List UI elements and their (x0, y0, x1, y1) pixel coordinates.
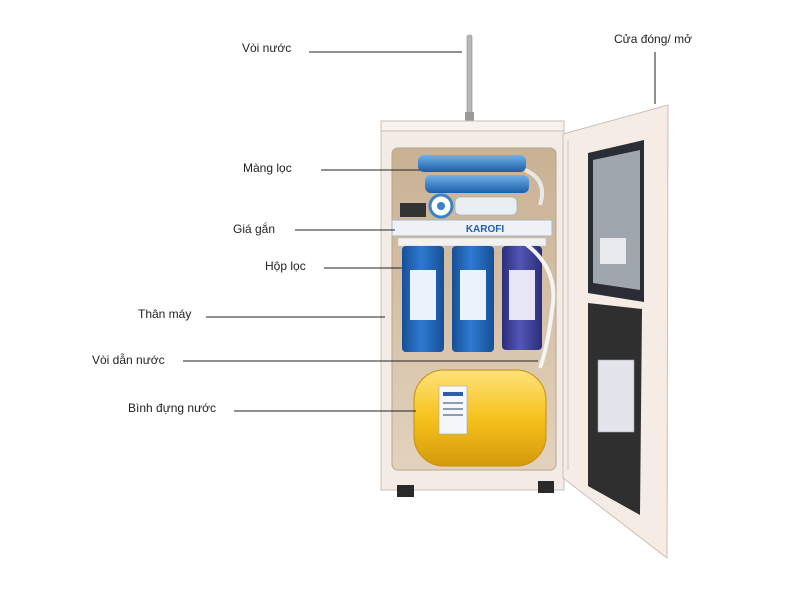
label-gia-gan: Giá gắn (233, 222, 276, 236)
membrane-filters (400, 155, 545, 219)
filter-housings (397, 237, 547, 352)
label-hop-loc: Hộp lọc (265, 259, 306, 273)
brand-logo: KAROFI (466, 224, 505, 235)
water-tube (521, 240, 556, 369)
mounting-bracket: KAROFI (391, 219, 553, 237)
water-tank (413, 369, 547, 467)
label-mang-loc: Màng lọc (243, 161, 292, 175)
faucet (465, 34, 474, 121)
label-cua-dong-mo: Cửa đóng/ mở (614, 32, 692, 46)
leader-lines (183, 51, 656, 412)
label-binh-dung-nuoc: Bình đựng nước (128, 401, 216, 415)
label-voi-nuoc: Vòi nước (242, 41, 292, 55)
label-than-may: Thân máy (138, 307, 192, 321)
cabinet-door (562, 104, 669, 560)
label-voi-dan-nuoc: Vòi dẫn nước (92, 353, 165, 367)
